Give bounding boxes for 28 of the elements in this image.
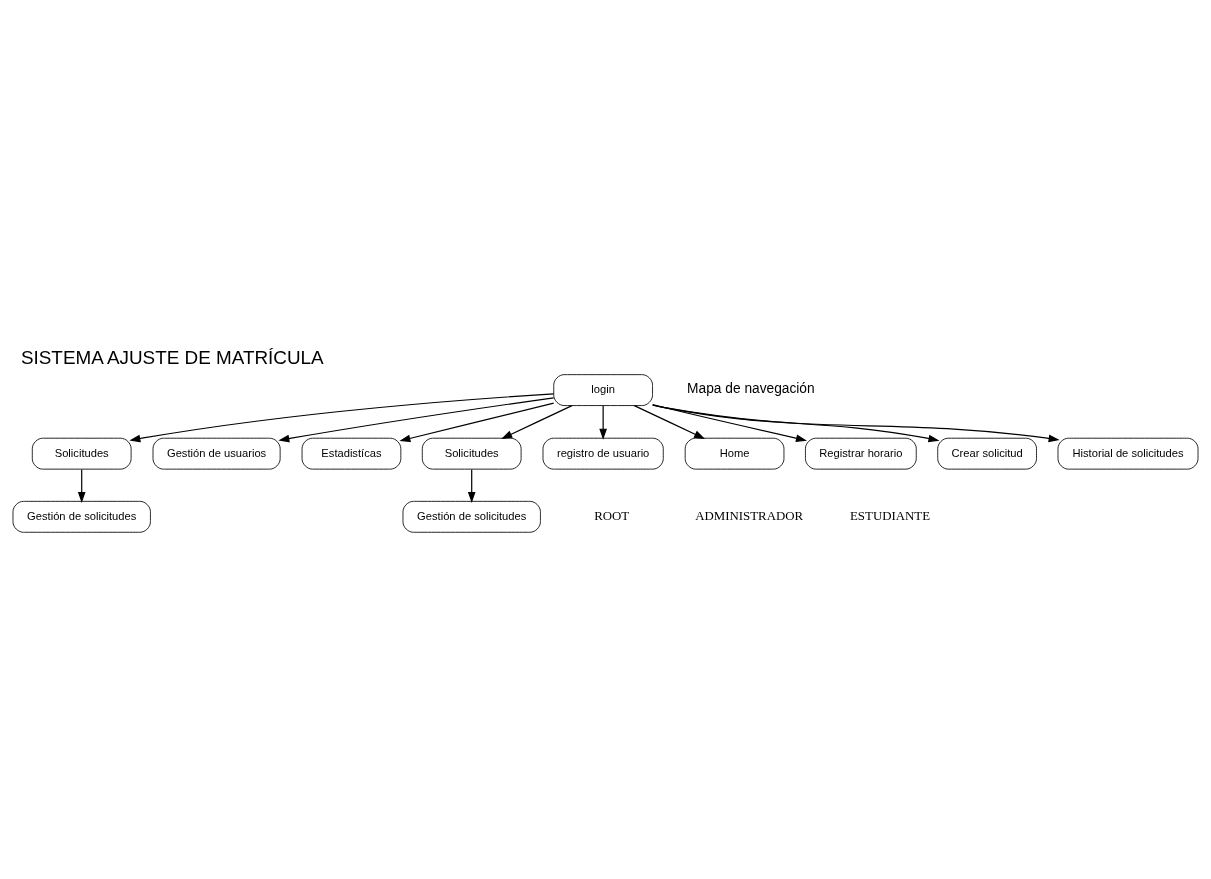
arrow [599,405,607,440]
label: ROOT [594,508,630,523]
node-box: registro de usuario [542,437,664,470]
node-box: Gestión de solicitudes [12,500,151,533]
label: Mapa de navegación [687,381,815,397]
node-box: Gestión de usuarios [152,437,281,470]
node-box: Crear solicitud [937,437,1037,470]
diagram-title: SISTEMA AJUSTE DE MATRÍCULA [20,346,324,368]
node-box: Home [684,437,785,470]
node-box: Gestión de solicitudes [402,500,541,533]
label: ESTUDIANTE [850,508,931,523]
node-box: Estadistícas [301,437,402,470]
arrow [501,405,573,439]
arrow [399,402,555,443]
label: ADMINISTRADOR [695,508,804,523]
arrow [633,405,706,439]
arrow [278,397,555,443]
arrow [467,468,476,504]
node-box: Solicitudes [421,437,522,470]
node-box: login [553,374,653,406]
node-box: Registrar horario [805,437,917,470]
node-box: Historial de solicitudes [1057,437,1199,470]
arrow [652,404,1060,443]
arrow [129,393,555,443]
node-box: Solicitudes [31,437,132,470]
arrow [652,403,807,442]
arrow [77,468,86,504]
arrow [651,404,940,443]
